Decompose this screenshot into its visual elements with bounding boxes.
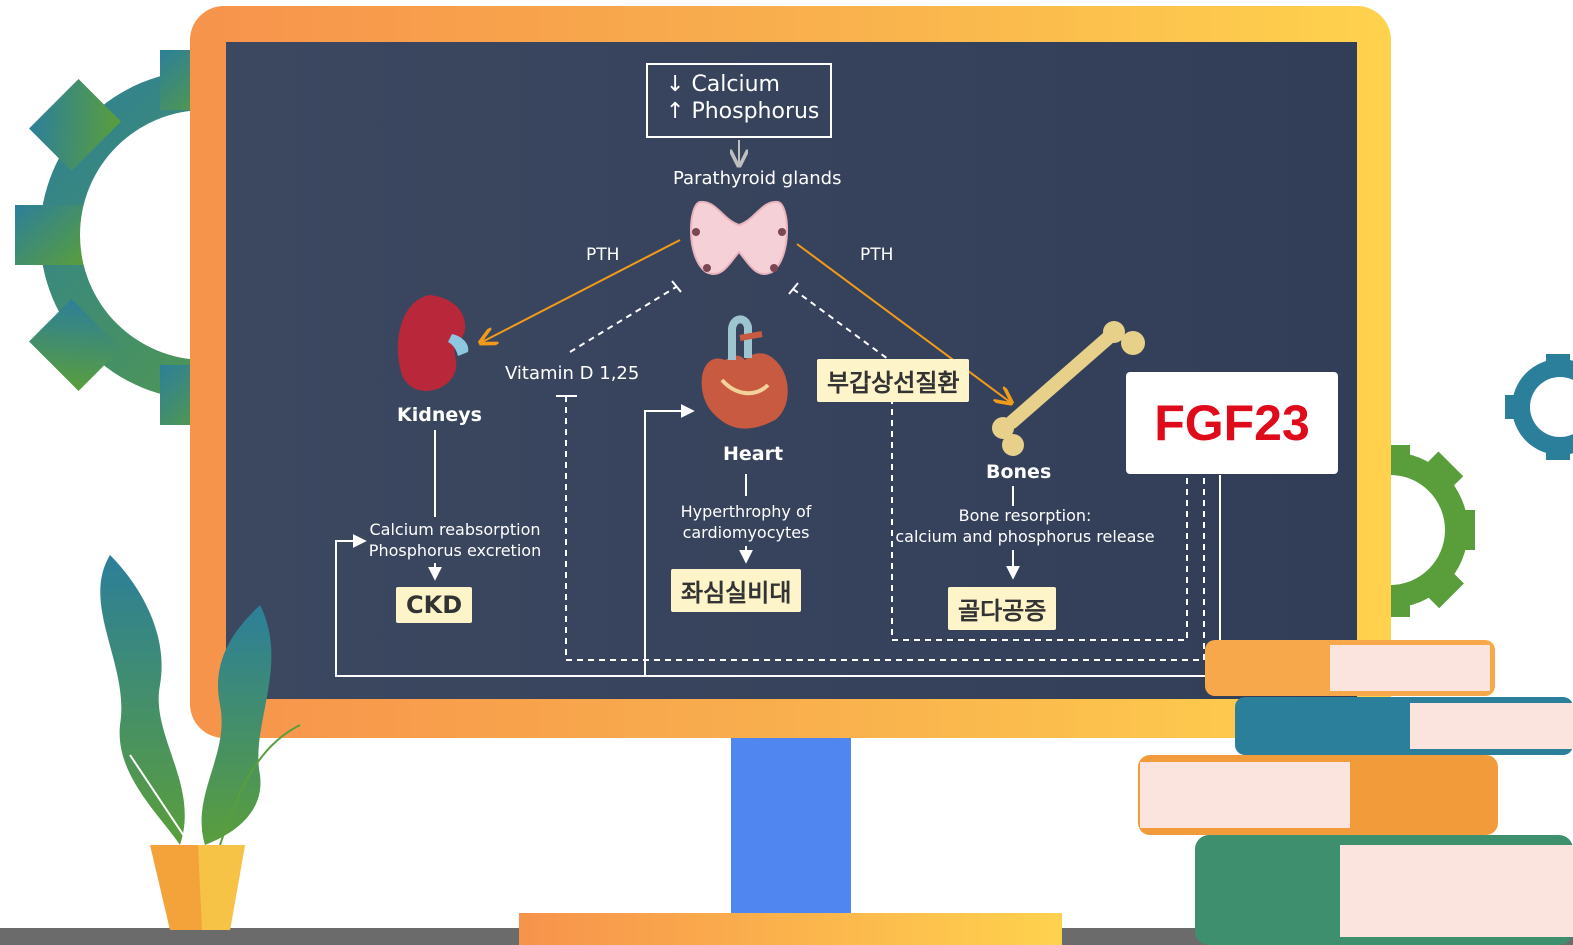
fgf-to-heart-line	[644, 404, 695, 676]
pth-arrow-bone	[796, 243, 1010, 402]
heart-effect-line2: cardiomyocytes	[682, 523, 810, 542]
ckd-badge: CKD	[396, 587, 473, 623]
heart-effect: Hyperthrophy of cardiomyocytes	[666, 501, 826, 543]
fgf23-label: FGF23	[1154, 395, 1310, 451]
parathyroid-disease-badge: 부갑상선질환	[817, 359, 970, 402]
bone-illustration	[992, 321, 1145, 456]
bone-dashed-box-line	[891, 398, 1188, 641]
bone-feedback-line	[792, 288, 893, 363]
inhibit-bar-1	[671, 280, 682, 293]
inhibit-bar-2	[788, 282, 799, 295]
kidney-effect: Calcium reabsorption Phosphorus excretio…	[365, 519, 545, 561]
bone-effect-line1: Bone resorption:	[958, 506, 1092, 525]
kidney-effect-line2: Phosphorus excretion	[368, 541, 542, 560]
heart-effect-line1: Hyperthrophy of	[680, 502, 812, 521]
bones-label: Bones	[986, 461, 1052, 483]
gear-icon-right-small	[1505, 354, 1573, 460]
pth-label-left: PTH	[586, 245, 620, 265]
vitd-feedback-line	[569, 286, 677, 353]
vitd-down-line	[565, 396, 1205, 661]
fgf23-box: FGF23	[1126, 372, 1338, 474]
calcium-label: Calcium	[691, 72, 780, 97]
thyroid-illustration	[690, 200, 788, 275]
vitamin-d-label: Vitamin D 1,25	[505, 363, 640, 384]
bone-effect-line2: calcium and phosphorus release	[895, 527, 1155, 546]
kidney-effect-line1: Calcium reabsorption	[369, 520, 541, 539]
kidneys-label: Kidneys	[397, 404, 482, 426]
arrow-down-icon: ↓	[666, 72, 685, 97]
trigger-box: ↓ Calcium ↑ Phosphorus	[646, 63, 832, 138]
arrow-up-icon: ↑	[666, 99, 685, 124]
heart-illustration	[701, 315, 788, 429]
osteoporosis-badge: 골다공증	[948, 587, 1057, 630]
heart-label: Heart	[723, 443, 784, 465]
monitor-stand-neck	[731, 738, 851, 914]
parathyroid-label: Parathyroid glands	[673, 168, 842, 189]
pth-arrow-kidney	[482, 239, 681, 342]
lvh-badge: 좌심실비대	[671, 569, 802, 612]
phosphorus-label: Phosphorus	[691, 99, 820, 124]
monitor-stand-base	[519, 913, 1062, 945]
plant-illustration	[100, 555, 301, 930]
fgf-to-kidney-line	[335, 475, 1221, 677]
kidney-illustration	[397, 295, 469, 391]
book-stack-illustration	[1138, 640, 1573, 945]
pth-label-right: PTH	[860, 245, 894, 265]
bone-effect: Bone resorption: calcium and phosphorus …	[893, 505, 1157, 547]
